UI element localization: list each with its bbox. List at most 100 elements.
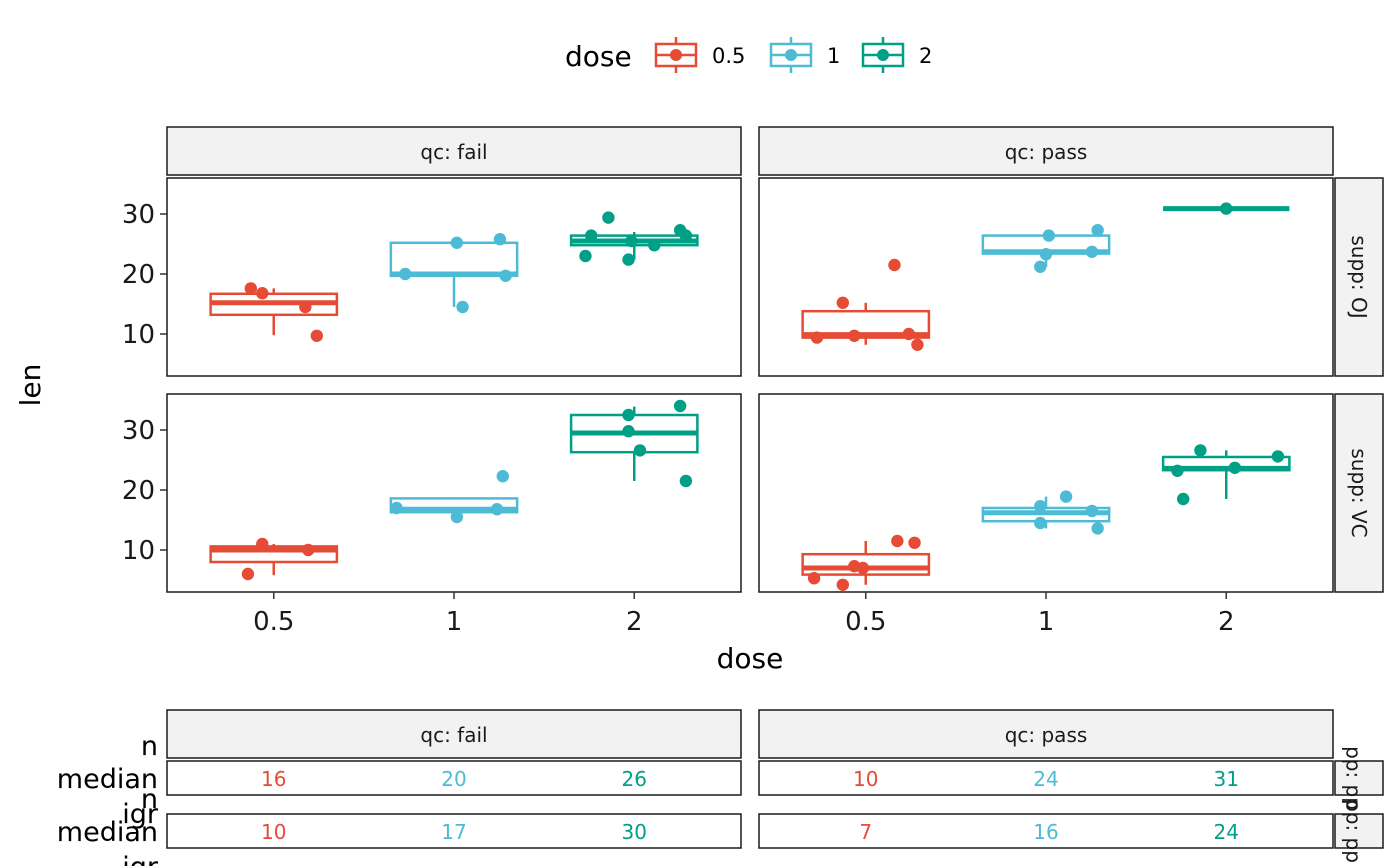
table-row-strip-2: pp: pp bbox=[1334, 799, 1384, 863]
data-point bbox=[1059, 490, 1073, 503]
data-point bbox=[673, 399, 687, 413]
table-value: 7 bbox=[859, 820, 872, 844]
legend-label: 2 bbox=[919, 44, 932, 68]
data-point bbox=[622, 408, 635, 422]
data-point bbox=[1085, 504, 1099, 518]
data-point bbox=[1042, 229, 1056, 242]
data-point bbox=[1034, 500, 1047, 513]
table-value: 16 bbox=[261, 767, 286, 791]
data-point bbox=[1034, 516, 1047, 530]
y-tick-label: 20 bbox=[122, 260, 155, 290]
data-point bbox=[299, 300, 312, 314]
table-strip-fail: qc: fail bbox=[166, 709, 742, 759]
table-row-strip-1-label: pp: pp bbox=[1342, 746, 1366, 810]
data-point bbox=[679, 229, 693, 242]
data-point bbox=[602, 211, 615, 224]
data-point bbox=[836, 296, 850, 309]
x-tick-label: 2 bbox=[626, 607, 643, 637]
data-point bbox=[1034, 260, 1047, 273]
y-tick-label: 30 bbox=[122, 200, 155, 230]
table-row-label: igr bbox=[122, 799, 159, 830]
table-row-label: n bbox=[141, 731, 158, 762]
col-strip-fail: qc: fail bbox=[166, 126, 742, 176]
data-point bbox=[1039, 248, 1053, 261]
data-point bbox=[450, 236, 464, 249]
x-tick-label: 0.5 bbox=[845, 607, 886, 637]
x-axis-title: dose bbox=[717, 642, 784, 675]
table-strip-pass-label: qc: pass bbox=[1005, 723, 1088, 747]
table-value: 24 bbox=[1033, 767, 1058, 791]
row-strip-vc-label: supp: VC bbox=[1347, 448, 1371, 537]
row-strip-oj-label: supp: OJ bbox=[1347, 235, 1371, 318]
data-point bbox=[490, 503, 504, 516]
data-point bbox=[625, 234, 638, 248]
legend-label: 0.5 bbox=[712, 44, 745, 68]
col-strip-pass: qc: pass bbox=[758, 126, 1334, 176]
data-point bbox=[891, 534, 904, 548]
table-strip-pass: qc: pass bbox=[758, 709, 1334, 759]
data-point bbox=[310, 329, 324, 342]
data-point bbox=[1271, 450, 1285, 463]
data-point bbox=[390, 501, 403, 515]
table-row-label: median bbox=[57, 764, 158, 795]
table-value: 10 bbox=[261, 820, 286, 844]
data-point bbox=[499, 269, 512, 282]
y-tick-label: 10 bbox=[122, 536, 155, 566]
table-row-strip-2-label: pp: pp bbox=[1342, 799, 1366, 863]
data-point bbox=[241, 567, 255, 581]
data-point bbox=[584, 229, 598, 242]
y-tick-label: 20 bbox=[122, 476, 155, 506]
table-cell-box bbox=[166, 760, 742, 796]
summary-table: qc: fail qc: pass pp: pp pp: pp n median… bbox=[57, 709, 1384, 866]
legend-key-point bbox=[670, 49, 682, 61]
data-point bbox=[1085, 245, 1099, 258]
data-point bbox=[622, 425, 635, 438]
legend-key-point bbox=[785, 49, 797, 61]
data-point bbox=[399, 267, 412, 281]
col-strip-fail-label: qc: fail bbox=[420, 140, 487, 164]
x-tick-label: 1 bbox=[1038, 607, 1055, 637]
data-point bbox=[1176, 492, 1190, 506]
data-point bbox=[888, 258, 901, 272]
table-cell-box bbox=[166, 813, 742, 849]
panel-border bbox=[758, 393, 1334, 593]
x-tick-label: 1 bbox=[446, 607, 463, 637]
y-axis-title: len bbox=[14, 364, 47, 407]
data-point bbox=[848, 329, 861, 342]
data-point bbox=[256, 287, 269, 300]
data-point bbox=[302, 543, 315, 557]
data-point bbox=[836, 578, 850, 591]
data-point bbox=[1194, 444, 1207, 457]
box-iqr bbox=[801, 309, 931, 339]
table-row-strip-1: pp: pp bbox=[1334, 746, 1384, 810]
table-value: 30 bbox=[622, 820, 647, 844]
data-point bbox=[856, 561, 870, 575]
table-value: 24 bbox=[1214, 820, 1239, 844]
data-point bbox=[579, 249, 592, 263]
table-strip-fail-label: qc: fail bbox=[420, 723, 487, 747]
data-point bbox=[908, 536, 921, 549]
data-point bbox=[807, 572, 821, 585]
legend-key-0_5: 0.5 bbox=[654, 37, 745, 73]
data-point bbox=[456, 300, 469, 314]
data-point bbox=[1091, 522, 1104, 535]
data-point bbox=[1091, 224, 1104, 237]
data-point bbox=[450, 510, 464, 524]
box-iqr bbox=[209, 545, 339, 564]
panel-border bbox=[166, 393, 742, 593]
data-point bbox=[1171, 464, 1184, 477]
legend-key-point bbox=[877, 49, 889, 61]
col-strip-pass-label: qc: pass bbox=[1005, 140, 1088, 164]
table-row-label: n bbox=[141, 784, 158, 815]
panel-r0-c1 bbox=[758, 177, 1334, 377]
data-point bbox=[679, 474, 693, 488]
row-strip-oj: supp: OJ bbox=[1334, 177, 1384, 377]
data-point bbox=[244, 282, 258, 295]
table-value: 20 bbox=[441, 767, 466, 791]
data-point bbox=[648, 239, 661, 252]
data-point bbox=[902, 327, 916, 341]
